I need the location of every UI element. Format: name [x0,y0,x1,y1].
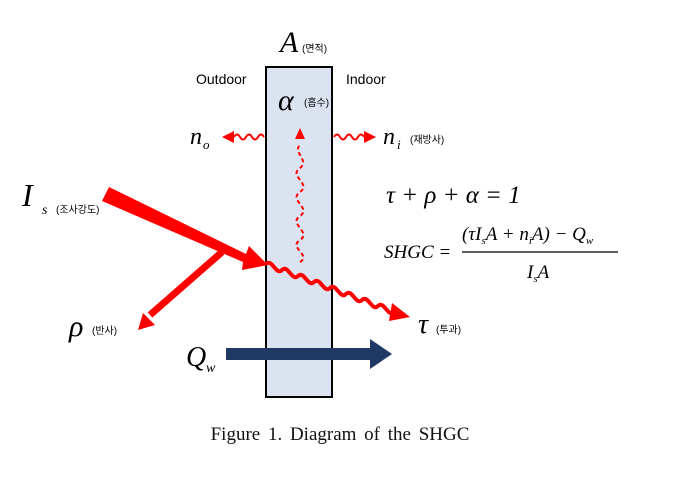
qw-symbol: Q [186,342,206,373]
alpha-symbol: α [278,84,295,117]
reflection-arrowhead [138,313,155,330]
glass-pane [265,66,333,398]
absorption-arrow [295,144,305,263]
indoor-label: Indoor [346,71,386,87]
shgc-denominator: IsA [526,262,550,285]
tau-symbol: τ [418,309,429,340]
transmission-arrowhead [389,303,410,321]
ni-sub: i [397,137,401,152]
rho-note: (반사) [92,325,117,337]
ni-wave [333,133,365,141]
ni-arrowhead [364,131,376,143]
area-symbol: A [278,26,299,59]
area-note: (면적) [302,43,327,55]
transmission-wave [264,260,396,316]
absorption-arrowhead [295,128,305,139]
qw-sub: w [206,361,216,376]
figure-caption: Figure 1. Diagram of the SHGC [210,424,470,445]
is-note: (조사강도) [56,204,99,216]
svg-text:IsA: IsA [526,262,550,285]
no-wave [233,133,265,141]
alpha-note: (흡수) [304,96,329,109]
incident-arrow [102,187,268,270]
ni-symbol: n [383,124,395,150]
shgc-numerator: (τIsA + niA) − Qw [462,224,594,247]
energy-balance-equation: τ + ρ + α = 1 [386,182,521,209]
qw-arrow-shaft [226,348,372,360]
qw-arrowhead [370,339,392,369]
no-sub: o [203,137,210,152]
rho-symbol: ρ [68,310,83,343]
tau-note: (투과) [436,324,461,336]
is-symbol: I [21,177,34,213]
svg-text:(τIsA + niA) − Qw: (τIsA + niA) − Qw [462,224,594,247]
no-symbol: n [190,124,202,150]
no-arrowhead [222,131,234,143]
is-sub: s [42,203,48,218]
outdoor-label: Outdoor [196,71,247,87]
reflection-line [147,249,225,318]
ni-note: (재방사) [410,134,444,146]
shgc-lhs: SHGC = [384,242,451,263]
